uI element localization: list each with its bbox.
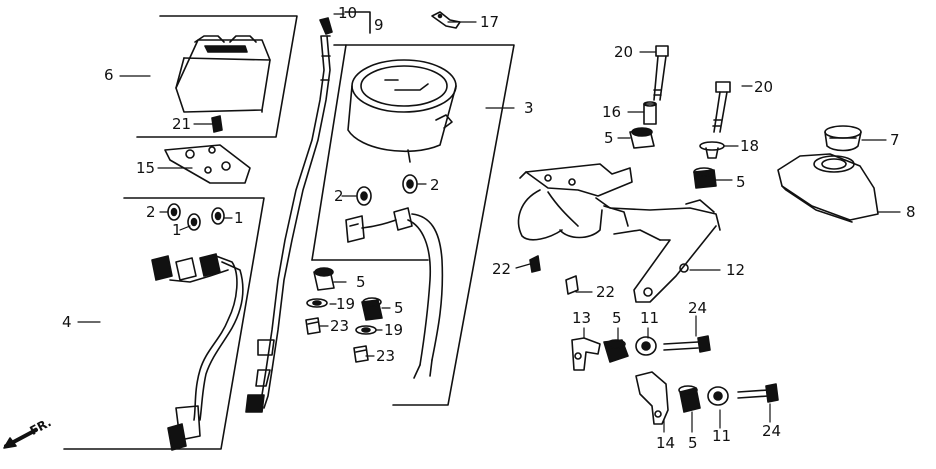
part-19-washer-a [306, 298, 328, 308]
part-17-clip [431, 11, 461, 29]
leader-lines [77, 13, 901, 433]
callout-3: 3 [524, 99, 534, 117]
callout-5-d: 5 [394, 299, 404, 317]
callout-12: 12 [726, 261, 746, 279]
callout-1-a: 1 [234, 209, 244, 227]
part-20-bolt-b [712, 81, 731, 133]
part-5-grommet-c [629, 127, 655, 149]
callout-23-a: 23 [330, 317, 350, 335]
part-2-grommets-gauge [356, 174, 418, 206]
part-23-nut-b [353, 345, 369, 363]
callout-5-e: 5 [612, 309, 622, 327]
callout-8: 8 [906, 203, 916, 221]
part-5-grommet-d [693, 167, 717, 189]
part-8-case [777, 153, 879, 223]
part-19-washer-b [355, 325, 377, 335]
callout-20-a: 20 [614, 43, 634, 61]
part-16-collar [643, 101, 657, 125]
callout-24-a: 24 [688, 299, 708, 317]
callout-9: 9 [374, 16, 384, 34]
callout-20-b: 20 [754, 78, 774, 96]
callout-19-a: 19 [336, 295, 356, 313]
part-5-grommet-e [603, 339, 629, 363]
part-5-grommet-f [678, 385, 701, 413]
part-24-bolt-a [663, 335, 711, 353]
callout-18: 18 [740, 137, 760, 155]
callout-7: 7 [890, 131, 900, 149]
part-5-grommet-b [361, 297, 383, 321]
gauge-harness [345, 207, 444, 379]
callout-5-f: 5 [688, 434, 698, 452]
callout-5-b: 5 [736, 173, 746, 191]
callout-10: 10 [338, 4, 358, 22]
callout-5-a: 5 [604, 129, 614, 147]
part-24-bolt-b [737, 383, 779, 403]
callout-2-a: 2 [334, 187, 344, 205]
part-20-bolt-a [653, 45, 669, 101]
callout-2-b: 2 [430, 176, 440, 194]
part-12-bracket [517, 163, 721, 303]
part-21-screw [211, 115, 223, 133]
part-10-cable [245, 17, 333, 413]
part-4-harness [151, 253, 244, 451]
part-13-stay [571, 337, 601, 371]
part-18-washer [699, 141, 725, 159]
part-11-collar-a [635, 336, 657, 356]
callout-17: 17 [480, 13, 500, 31]
callout-19-b: 19 [384, 321, 404, 339]
panel-frames [63, 11, 515, 450]
callout-21: 21 [172, 115, 192, 133]
callout-22-b: 22 [596, 283, 616, 301]
callout-23-b: 23 [376, 347, 396, 365]
callout-24-b: 24 [762, 422, 782, 440]
part-15-plate [164, 144, 251, 184]
callout-13: 13 [572, 309, 592, 327]
part-7-ring [824, 125, 862, 152]
callout-16: 16 [602, 103, 622, 121]
front-direction-arrow [3, 428, 38, 449]
part-3-gauge [347, 59, 457, 163]
part-6-box [175, 35, 271, 113]
part-22-screws [529, 255, 579, 295]
callout-5-c: 5 [356, 273, 366, 291]
part-14-stay [635, 371, 669, 425]
part-23-nut-a [305, 317, 321, 335]
callout-14: 14 [656, 434, 676, 452]
callout-1-b: 1 [172, 221, 182, 239]
callout-4: 4 [62, 313, 72, 331]
callout-15: 15 [136, 159, 156, 177]
callout-11-b: 11 [712, 427, 732, 445]
part-11-collar-b [707, 386, 729, 406]
callout-6: 6 [104, 66, 114, 84]
callout-2-c: 2 [146, 203, 156, 221]
callout-22-a: 22 [492, 260, 512, 278]
part-5-grommet-a [313, 267, 335, 291]
callout-11-a: 11 [640, 309, 660, 327]
